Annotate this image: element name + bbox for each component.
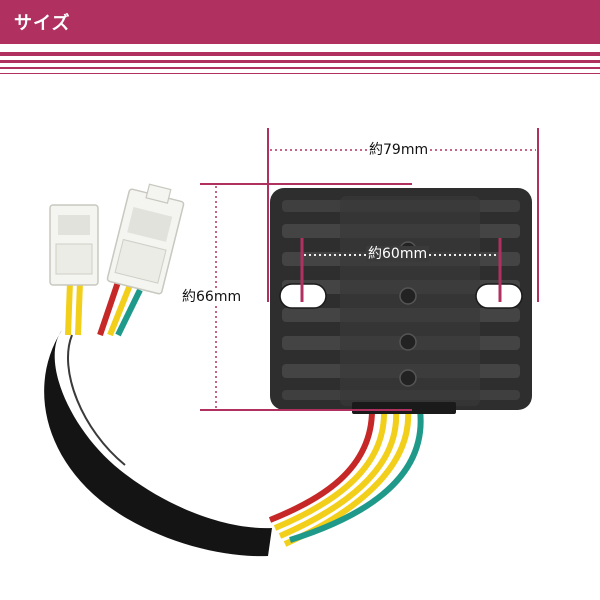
- regulator-body: [270, 188, 532, 414]
- connector-right: [106, 183, 185, 295]
- decorative-stripes: [0, 44, 600, 80]
- connector-wires: [65, 281, 143, 337]
- header-bar: サイズ: [0, 0, 600, 44]
- header-title: サイズ: [14, 13, 71, 34]
- dimension-width: [267, 128, 539, 302]
- hole-spacing-label: 約60mm: [366, 246, 430, 262]
- height-label: 約66mm: [180, 289, 244, 305]
- connector-left: [49, 204, 99, 286]
- width-label: 約79mm: [367, 142, 431, 158]
- cable-sleeve: [44, 330, 273, 557]
- wire-bundle: [268, 409, 424, 547]
